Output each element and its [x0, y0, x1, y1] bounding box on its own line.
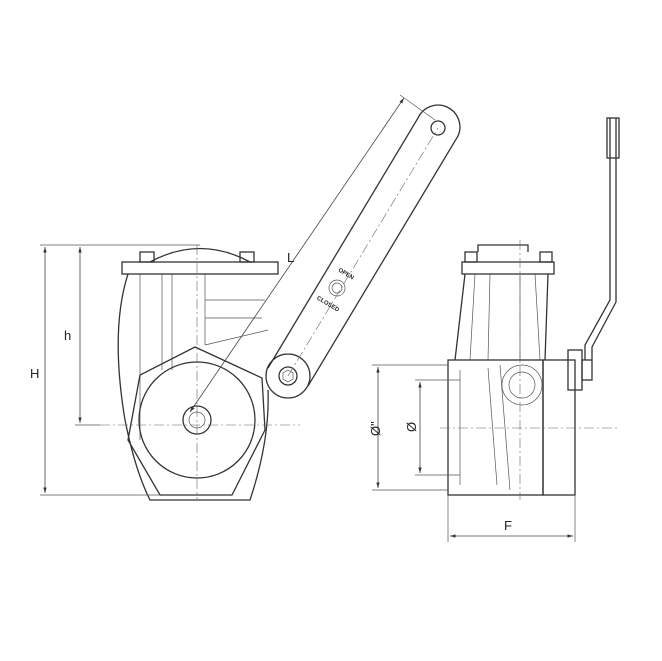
dimension-H: H	[30, 244, 200, 496]
dimension-L-label: L	[287, 250, 294, 265]
dimension-inner-diameter: Ø	[404, 379, 460, 476]
dimension-outer-diameter: Ø"	[368, 364, 448, 491]
open-label: OPEN	[337, 268, 355, 282]
made-in-italy-logo	[501, 364, 543, 406]
dimension-outer-diameter-label: Ø"	[368, 421, 383, 436]
valve-handle[interactable]: OPEN CLOSED	[265, 104, 461, 399]
front-view	[100, 245, 300, 501]
dimension-F-label: F	[504, 518, 512, 533]
dimension-h-label: h	[64, 328, 71, 343]
dimension-inner-diameter-label: Ø	[404, 422, 419, 432]
closed-label: CLOSED	[315, 296, 340, 314]
side-view	[440, 117, 620, 500]
dimension-h: h	[64, 247, 100, 426]
dimension-L: L	[189, 94, 436, 413]
dimension-F: F	[447, 495, 576, 542]
dimension-H-label: H	[30, 366, 39, 381]
